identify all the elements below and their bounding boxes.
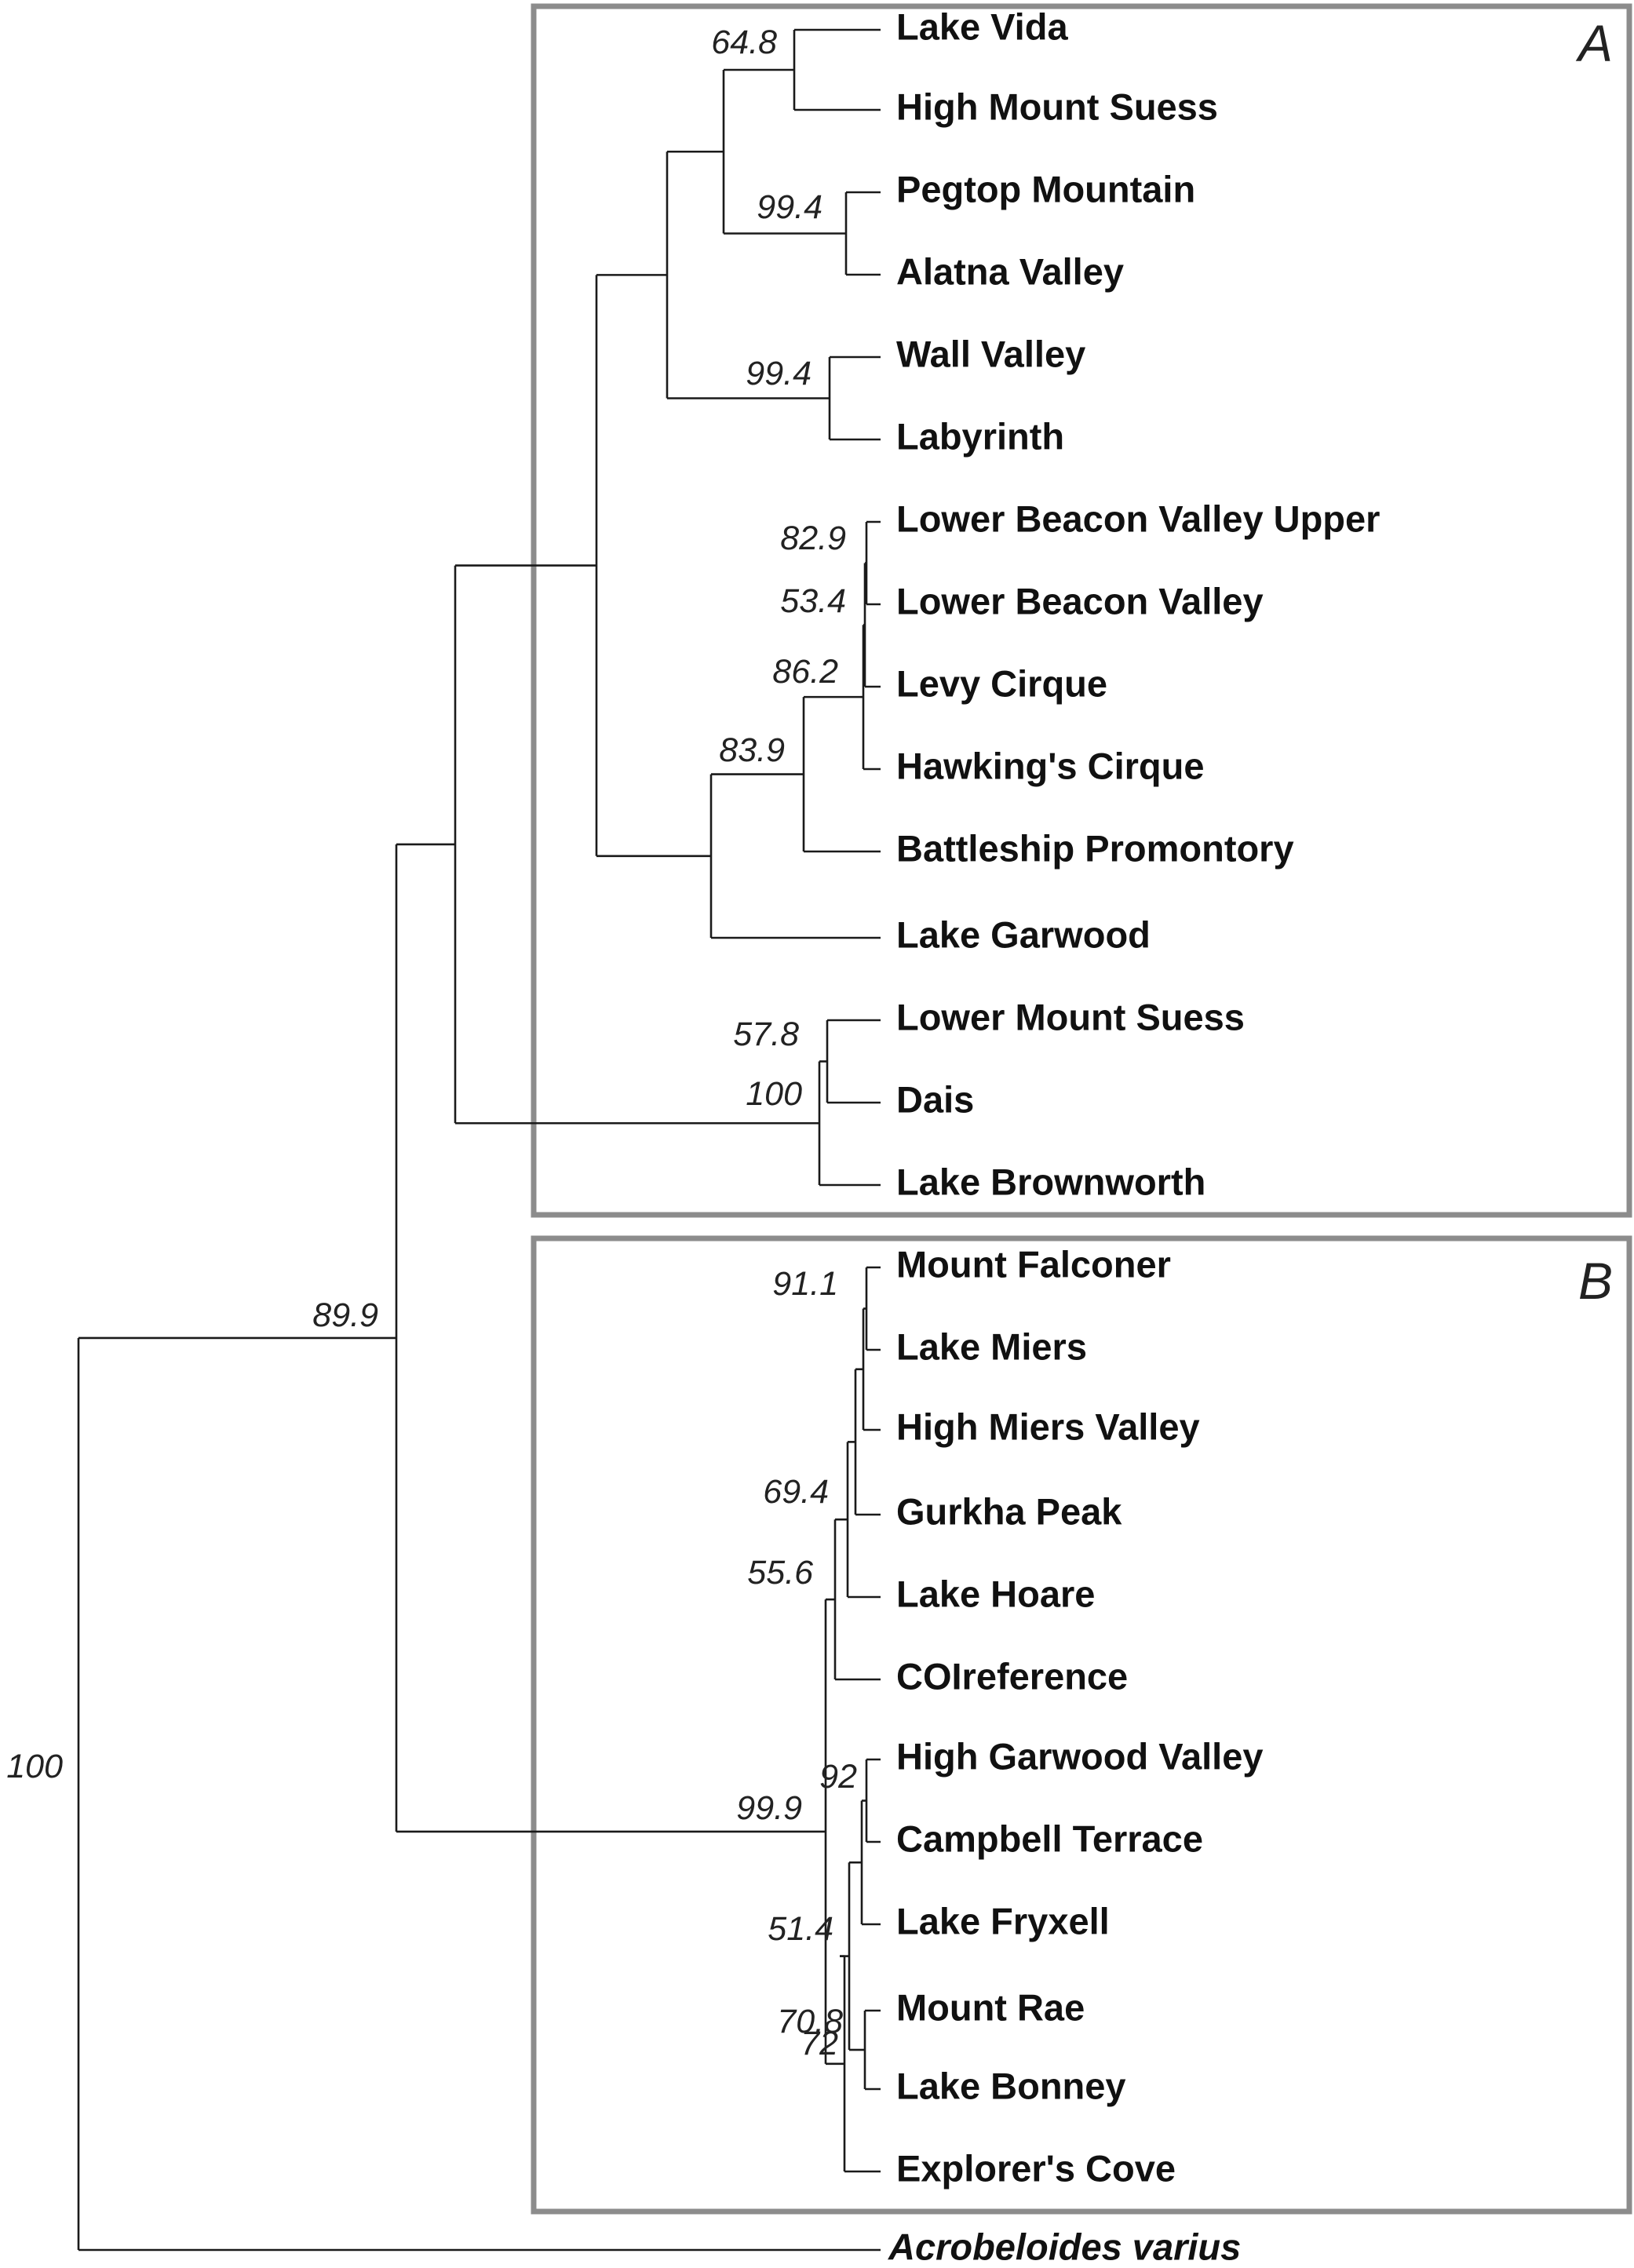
support-value: 57.8 <box>733 1015 799 1053</box>
taxon-label: Dais <box>896 1078 974 1120</box>
taxon-label: Hawking's Cirque <box>896 745 1204 786</box>
taxon-label: Lake Fryxell <box>896 1900 1110 1942</box>
taxon-label: Lower Beacon Valley Upper <box>896 498 1380 539</box>
taxon-label: Mount Falconer <box>896 1243 1171 1285</box>
taxon-label: Alatna Valley <box>896 250 1124 292</box>
support-value: 89.9 <box>312 1296 378 1334</box>
support-value: 91.1 <box>772 1265 838 1303</box>
taxon-label: High Miers Valley <box>896 1406 1200 1447</box>
taxon-label: Lake Miers <box>896 1325 1087 1367</box>
taxon-label: Gurkha Peak <box>896 1490 1122 1532</box>
tree-branches <box>77 28 881 2252</box>
taxon-label: High Mount Suess <box>896 86 1218 127</box>
support-value: 53.4 <box>780 582 846 620</box>
taxon-label: Lake Vida <box>896 5 1068 47</box>
taxon-label: Wall Valley <box>896 333 1085 374</box>
taxon-label: Lower Beacon Valley <box>896 580 1264 622</box>
taxon-label: Levy Cirque <box>896 662 1107 704</box>
support-value: 83.9 <box>719 731 785 769</box>
support-value: 99.4 <box>746 355 812 392</box>
support-value: 64.8 <box>711 24 777 61</box>
taxon-label: Pegtop Mountain <box>896 168 1195 210</box>
clade-a-box <box>531 3 1632 1218</box>
support-value: 99.9 <box>736 1789 802 1827</box>
clade-b-box <box>531 1235 1632 2215</box>
taxon-label: Lake Brownworth <box>896 1161 1205 1202</box>
taxon-label: Mount Rae <box>896 1986 1085 2028</box>
taxon-label: Labyrinth <box>896 415 1064 457</box>
taxon-label: Battleship Promontory <box>896 827 1294 869</box>
support-value: 51.4 <box>768 1910 833 1948</box>
support-value: 100 <box>746 1075 802 1113</box>
clade-a-letter: A <box>1575 14 1613 72</box>
taxon-label: COIreference <box>896 1655 1128 1697</box>
taxon-label: Lake Hoare <box>896 1573 1095 1614</box>
support-value: 82.9 <box>780 520 846 557</box>
support-value: 100 <box>6 1748 63 1785</box>
support-value: 69.4 <box>763 1473 829 1511</box>
taxon-label: Lake Bonney <box>896 2065 1126 2106</box>
taxon-label: Explorer's Cove <box>896 2147 1176 2189</box>
support-value: 92 <box>819 1758 857 1796</box>
support-value: 55.6 <box>747 1554 813 1592</box>
taxon-label: Lake Garwood <box>896 913 1151 955</box>
outgroup-label: Acrobeloides varius <box>888 2226 1241 2267</box>
taxon-label: Lower Mount Suess <box>896 996 1245 1037</box>
support-value: 86.2 <box>772 653 838 691</box>
support-value: 72 <box>801 2025 838 2062</box>
clade-b-letter: B <box>1578 1252 1613 1310</box>
support-values: 64.8 99.4 99.4 82.9 53.4 86.2 83.9 57.8 … <box>6 24 857 2062</box>
support-value: 70.8 <box>777 2003 843 2040</box>
taxon-label: Campbell Terrace <box>896 1818 1203 1859</box>
taxon-labels: Lake Vida High Mount Suess Pegtop Mounta… <box>888 5 1380 2267</box>
taxon-label: High Garwood Valley <box>896 1735 1264 1777</box>
support-value: 99.4 <box>757 188 822 226</box>
